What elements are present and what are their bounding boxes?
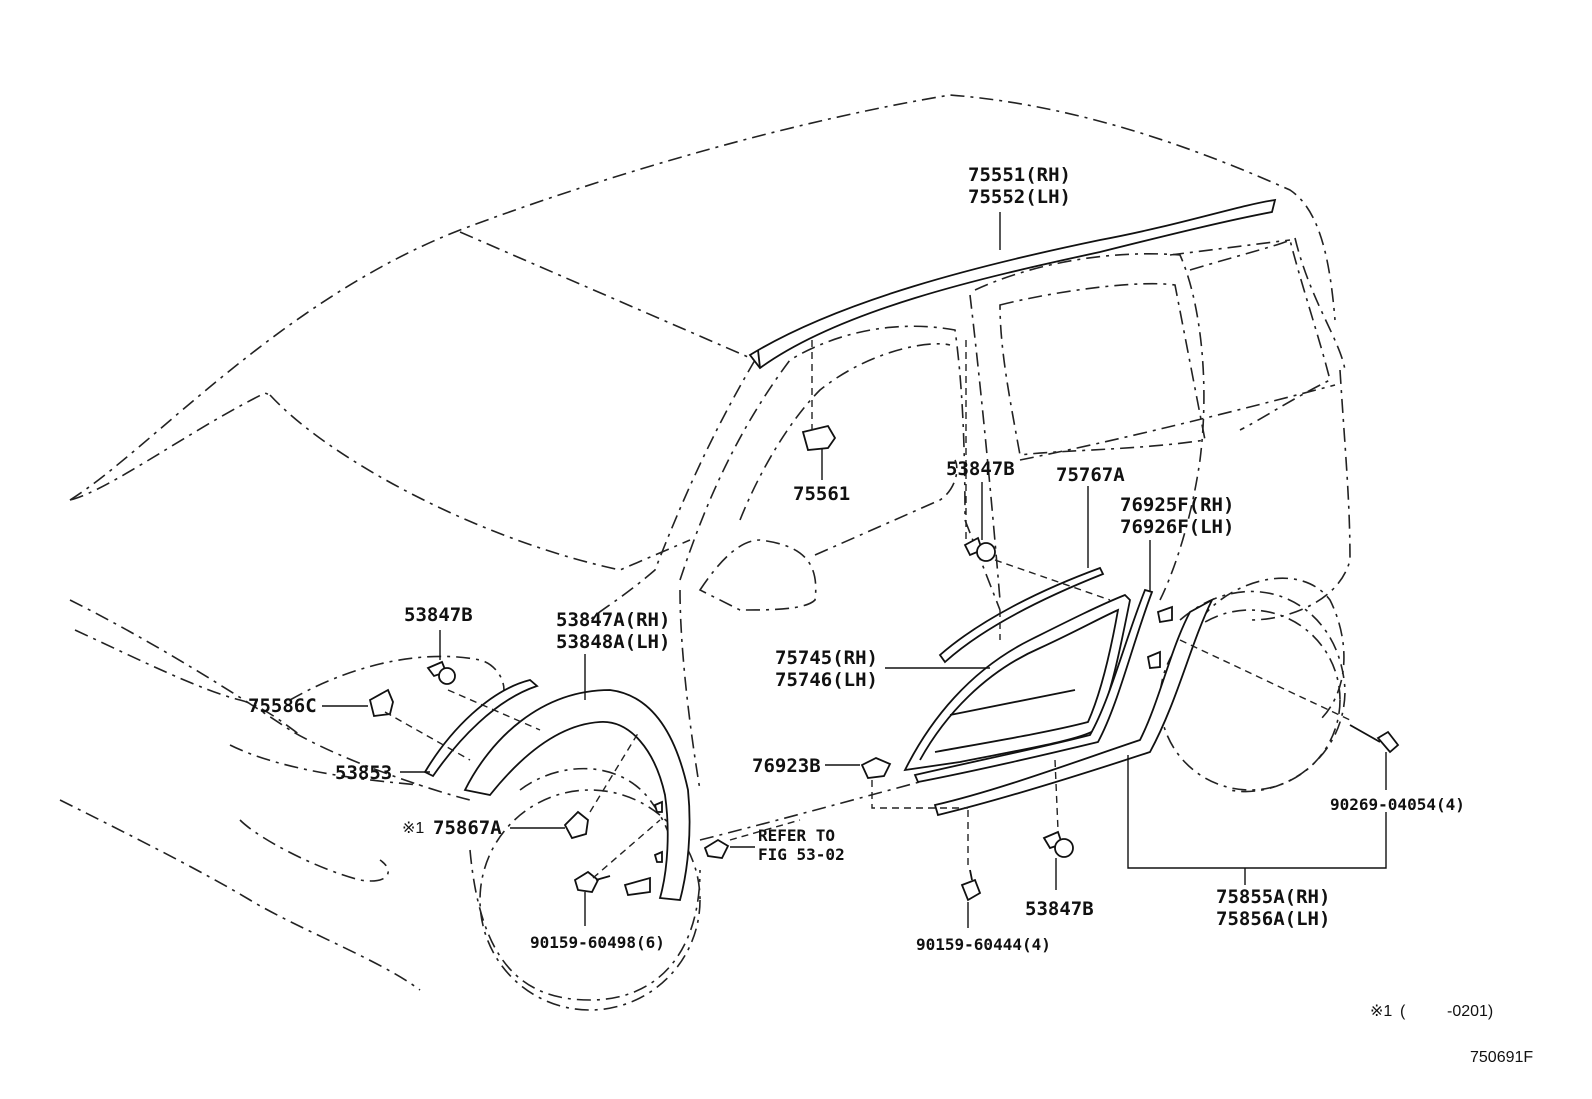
footnote-range: -0201): [1447, 1003, 1493, 1020]
a-pillar: [589, 359, 756, 621]
front-door-window: [679, 325, 966, 581]
bumper-line: [59, 799, 421, 991]
roof-rear: [1169, 239, 1291, 256]
hood-front: [69, 599, 471, 801]
rocker-moulding-75855A: [933, 597, 1215, 817]
label-53847b-center: 53847B: [946, 458, 1015, 480]
front-door-inner: [739, 343, 951, 521]
label-53847a: 53847A(RH): [556, 609, 670, 631]
headlight: [239, 819, 389, 882]
clip-refer-fig: [703, 838, 730, 859]
rear-pillar: [1294, 237, 1346, 371]
leader-lines: [322, 212, 1387, 928]
rear-wheel-arch: [1199, 577, 1345, 721]
label-mark1: ※1: [402, 820, 424, 837]
b-pillar: [969, 294, 1001, 601]
label-76925f: 76925F(RH): [1120, 494, 1234, 516]
bracket-75586C: [368, 688, 394, 717]
clip-76923B: [860, 757, 892, 779]
front-door-belt-moulding: [938, 566, 1105, 664]
label-75856a: 75856A(LH): [1216, 908, 1330, 930]
label-75561: 75561: [793, 483, 850, 505]
assembly-lines: [384, 340, 1351, 879]
roof-outline: [69, 94, 1336, 501]
label-76926f: 76926F(LH): [1120, 516, 1234, 538]
rear-quarter: [1249, 369, 1351, 621]
rear-door-moulding-76925F: [913, 588, 1154, 784]
roof-drip-moulding: [748, 198, 1277, 370]
label-53853: 53853: [335, 762, 392, 784]
mirror: [698, 539, 817, 611]
clip-53847b-front: [426, 660, 456, 685]
footnote-mark: ※1: [1370, 1003, 1392, 1020]
front-tire-inner: [479, 789, 701, 1011]
front-door-rear-edge: [964, 519, 1001, 611]
grille-top: [74, 629, 301, 736]
label-53848a: 53848A(LH): [556, 631, 670, 653]
label-75745: 75745(RH): [775, 647, 878, 669]
body-belt-rear: [1019, 384, 1336, 461]
clip-53847b-center: [963, 536, 996, 562]
rear-quarter-window: [1189, 238, 1331, 431]
rear-side-window: [999, 282, 1206, 456]
label-75855a: 75855A(RH): [1216, 886, 1330, 908]
fender-top: [289, 655, 505, 701]
clip-90269-04054: [1349, 724, 1400, 754]
label-90269-04054: 90269-04054(4): [1330, 795, 1465, 814]
label-refer-fig: FIG 53-02: [758, 845, 845, 864]
hood-line: [69, 392, 271, 501]
screw-90159-60498: [573, 870, 611, 893]
label-75746: 75746(LH): [775, 669, 878, 691]
roof-clip-75561: [801, 424, 837, 451]
footnote: ※1 ( -0201): [1370, 1003, 1493, 1020]
label-75551: 75551(RH): [968, 164, 1071, 186]
label-76923b: 76923B: [752, 755, 821, 777]
label-90159-60498: 90159-60498(6): [530, 933, 665, 952]
label-53847b-bottom: 53847B: [1025, 898, 1094, 920]
part-labels: 75551(RH) 75552(LH) 75561 53847B 75767A …: [248, 164, 1465, 954]
label-75586c: 75586C: [248, 695, 317, 717]
front-tire-outer: [469, 849, 701, 1001]
footnote-open: (: [1400, 1003, 1406, 1020]
front-door-moulding-75745: [903, 593, 1131, 772]
figure-id: 750691F: [1470, 1049, 1533, 1066]
label-75867a: 75867A: [433, 817, 502, 839]
vehicle-body-outline: [59, 94, 1351, 1011]
screw-90159-60444: [960, 869, 982, 902]
label-refer-to: REFER TO: [758, 826, 835, 845]
windshield-top: [459, 231, 756, 361]
label-53847b-front: 53847B: [404, 604, 473, 626]
front-fender-flare-53847A: [423, 679, 691, 901]
rear-door-frame: [974, 253, 1205, 601]
clip-53847b-bottom: [1042, 830, 1074, 858]
front-door-belt: [814, 459, 958, 556]
front-door-bottom: [679, 589, 701, 791]
label-75552: 75552(LH): [968, 186, 1071, 208]
label-75767a: 75767A: [1056, 464, 1125, 486]
clip-75867A: [563, 810, 589, 840]
hood-front-edge: [229, 744, 421, 786]
windshield-base: [269, 394, 691, 571]
label-90159-60444: 90159-60444(4): [916, 935, 1051, 954]
rear-tire-outer: [1179, 590, 1346, 793]
